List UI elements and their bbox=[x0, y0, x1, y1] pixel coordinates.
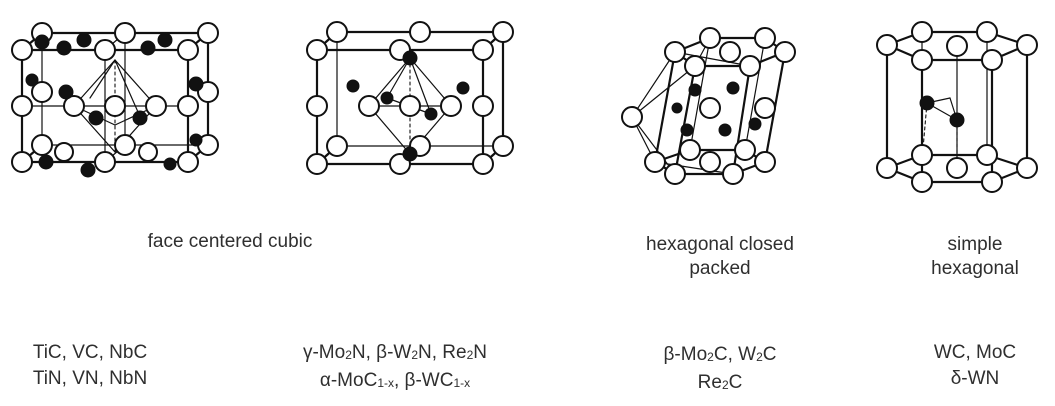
label-hcp-line-2: packed bbox=[689, 258, 751, 279]
metal-atoms bbox=[306, 21, 514, 175]
fcc-cell-right bbox=[306, 21, 514, 175]
compound-line: β-Mo2C, W2C bbox=[663, 344, 777, 365]
metal-atoms bbox=[11, 22, 219, 173]
nonmetal-atoms bbox=[671, 81, 762, 137]
label-fcc-line-1: face centered cubic bbox=[147, 231, 313, 252]
metal-atoms bbox=[621, 27, 796, 185]
compound-line: TiC, VC, NbC bbox=[32, 342, 148, 363]
hcp-cell bbox=[621, 27, 796, 185]
compound-line: TiN, VN, NbN bbox=[32, 368, 148, 389]
compounds-sh: WC, MoC δ-WN bbox=[900, 340, 1050, 392]
label-fcc: face centered cubic bbox=[80, 230, 380, 254]
compounds-fcc-1: TiC, VC, NbC TiN, VN, NbN bbox=[10, 340, 170, 392]
simple-hex-cell bbox=[876, 21, 1038, 193]
nonmetal-atoms bbox=[25, 32, 204, 178]
compound-line: WC, MoC bbox=[933, 342, 1017, 363]
label-hcp-line-1: hexagonal closed bbox=[646, 234, 794, 255]
label-hcp: hexagonal closed packed bbox=[600, 233, 840, 281]
metal-atoms bbox=[876, 21, 1038, 193]
fcc-cell-left bbox=[11, 22, 219, 178]
label-sh: simple hexagonal bbox=[900, 233, 1050, 281]
compounds-fcc-2: γ-Mo2N, β-W2N, Re2N α-MoC1-x, β-WC1-x bbox=[245, 340, 545, 396]
compound-line: γ-Mo2N, β-W2N, Re2N bbox=[302, 342, 488, 363]
compounds-hcp: β-Mo2C, W2C Re2C bbox=[615, 342, 825, 398]
label-sh-line-1: simple bbox=[947, 234, 1003, 255]
compound-line: Re2C bbox=[697, 372, 743, 393]
nonmetal-atoms bbox=[919, 95, 965, 128]
compound-line: α-MoC1-x, β-WC1-x bbox=[319, 370, 471, 391]
nonmetal-atoms bbox=[346, 50, 470, 162]
compound-line: δ-WN bbox=[950, 368, 1000, 389]
label-sh-line-2: hexagonal bbox=[931, 258, 1019, 279]
